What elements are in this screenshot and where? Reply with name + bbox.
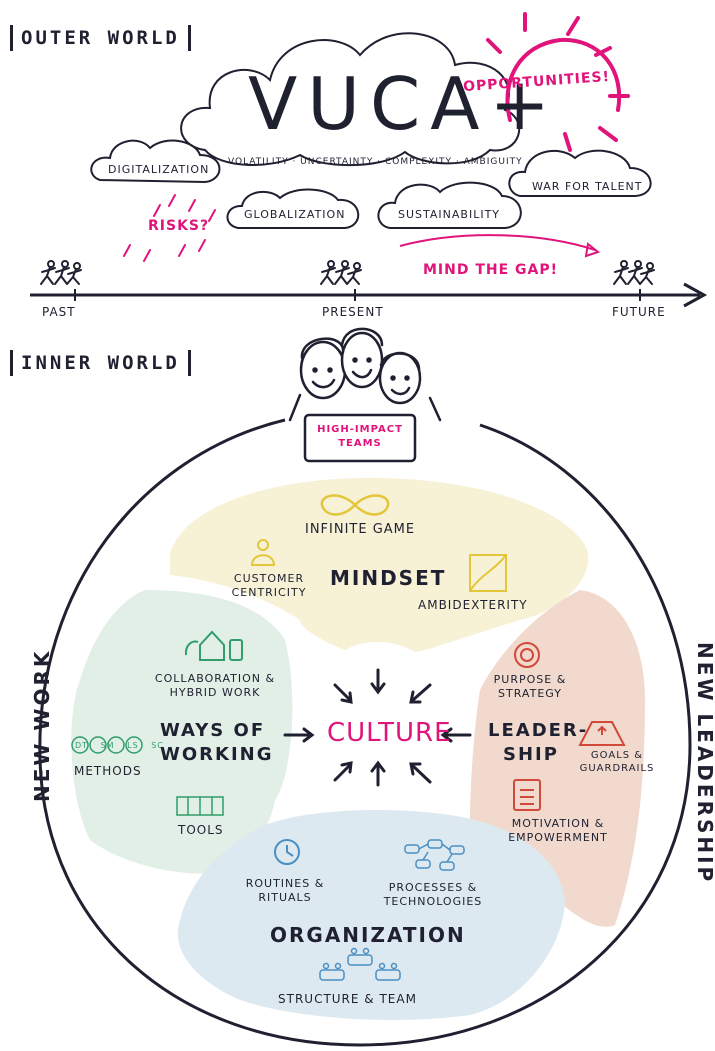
digitalization-label: DIGITALIZATION xyxy=(108,163,210,176)
purpose-target-icon xyxy=(514,642,540,668)
ambidexterity-icon xyxy=(469,554,507,592)
leadership-title-2: SHIP xyxy=(503,744,559,765)
organization-title: ORGANIZATION xyxy=(270,923,466,947)
tools-icon xyxy=(176,796,224,816)
outer-world-title: OUTER WORLD xyxy=(10,25,191,51)
mindset-segment xyxy=(170,477,589,652)
clipboard-icon xyxy=(513,779,541,811)
methods-icon xyxy=(71,736,143,754)
teams-sign xyxy=(303,413,417,463)
culture-arrows xyxy=(283,668,472,787)
processes-label: PROCESSES & TECHNOLOGIES xyxy=(383,881,483,908)
customer-icon xyxy=(250,539,276,566)
timeline-past: PAST xyxy=(42,305,76,319)
ways-title-2: WORKING xyxy=(160,744,274,765)
vuca-cloud xyxy=(180,32,521,167)
methods-label: METHODS xyxy=(74,764,142,778)
goals-label: GOALS & GUARDRAILS xyxy=(579,750,655,774)
leadership-title-1: LEADER- xyxy=(488,720,589,741)
new-work-label: NEW WORK xyxy=(30,648,54,802)
war-for-talent-label: WAR FOR TALENT xyxy=(532,180,643,193)
gap-arrow-head xyxy=(584,242,601,258)
risk-rain xyxy=(123,194,216,262)
globalization-cloud xyxy=(226,188,360,229)
method-badges: DT SM LS SC xyxy=(75,741,164,750)
inner-circle xyxy=(38,418,692,1047)
tools-label: TOOLS xyxy=(178,823,224,837)
teams-label: HIGH-IMPACT TEAMS xyxy=(317,424,403,449)
new-leadership-label: NEW LEADERSHIP xyxy=(693,642,715,885)
vuca-expansion: VOLATILITY · UNCERTAINTY · COMPLEXITY · … xyxy=(228,157,523,167)
timeline-present: PRESENT xyxy=(322,305,384,319)
routines-label: ROUTINES & RITUALS xyxy=(245,877,325,904)
sun-icon xyxy=(486,12,630,152)
digitalization-cloud xyxy=(90,139,221,184)
goals-icon xyxy=(578,721,626,746)
runners-icon xyxy=(40,260,655,285)
inner-world-title: INNER WORLD xyxy=(10,350,191,376)
sustainability-label: SUSTAINABILITY xyxy=(398,208,501,221)
motivation-label: MOTIVATION & EMPOWERMENT xyxy=(508,817,608,844)
mind-the-gap-label: MIND THE GAP! xyxy=(423,262,559,278)
structure-team-label: STRUCTURE & TEAM xyxy=(278,992,417,1006)
team-faces-icon xyxy=(288,327,442,422)
mindset-title: MINDSET xyxy=(330,566,447,590)
risks-label: RISKS? xyxy=(148,218,210,234)
timeline-future: FUTURE xyxy=(612,305,666,319)
culture-label: CULTURE xyxy=(327,718,452,748)
infinity-icon xyxy=(320,494,390,516)
gap-arrow xyxy=(399,234,596,251)
vuca-label: VUCA+ xyxy=(248,62,560,146)
sustainability-cloud xyxy=(377,181,522,229)
customer-centricity-label: CUSTOMER CENTRICITY xyxy=(231,572,307,599)
ways-title-1: WAYS OF xyxy=(160,720,266,741)
timeline-arrow-head xyxy=(683,282,708,308)
processes-icon xyxy=(404,839,465,871)
organization-segment xyxy=(177,810,565,1020)
collaboration-icon xyxy=(184,630,243,661)
infinite-game-label: INFINITE GAME xyxy=(305,522,416,537)
routines-clock-icon xyxy=(274,839,300,865)
war-for-talent-cloud xyxy=(508,149,652,197)
collaboration-label: COLLABORATION & HYBRID WORK xyxy=(154,672,276,699)
structure-team-icon xyxy=(319,947,401,981)
globalization-label: GLOBALIZATION xyxy=(244,208,346,221)
ambidexterity-label: AMBIDEXTERITY xyxy=(418,598,528,612)
purpose-label: PURPOSE & STRATEGY xyxy=(493,673,567,700)
